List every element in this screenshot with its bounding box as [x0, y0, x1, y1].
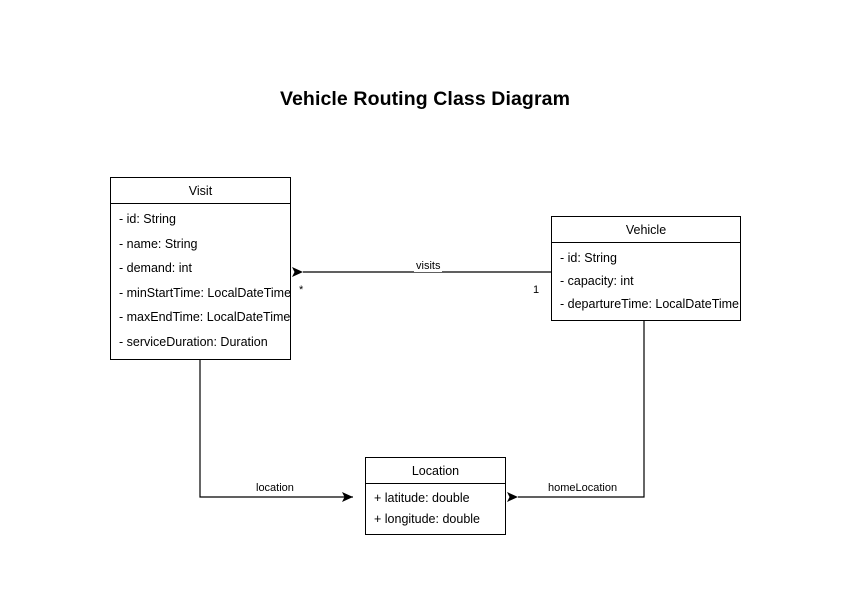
- class-attribute: - capacity: int: [560, 273, 634, 288]
- class-attribute: - serviceDuration: Duration: [119, 334, 268, 349]
- class-box-location[interactable]: Location + latitude: double + longitude:…: [365, 457, 506, 535]
- class-attributes-vehicle: - id: String - capacity: int - departure…: [552, 243, 740, 320]
- class-attribute: - id: String: [119, 212, 176, 227]
- class-box-vehicle[interactable]: Vehicle - id: String - capacity: int - d…: [551, 216, 741, 321]
- class-attributes-visit: - id: String - name: String - demand: in…: [111, 204, 292, 359]
- class-attribute: - minStartTime: LocalDateTime: [119, 285, 292, 300]
- page-title: Vehicle Routing Class Diagram: [279, 88, 571, 110]
- edge-label-visits: visits: [414, 260, 443, 272]
- edge-label-location: location: [254, 482, 296, 494]
- class-attribute: - demand: int: [119, 261, 192, 276]
- class-name-location: Location: [366, 458, 505, 484]
- class-name-vehicle: Vehicle: [552, 217, 740, 243]
- edge-multiplicity-visit-side: *: [299, 284, 304, 296]
- class-attribute: - name: String: [119, 236, 198, 251]
- class-attribute: - id: String: [560, 250, 617, 265]
- class-box-visit[interactable]: Visit - id: String - name: String - dema…: [110, 177, 291, 360]
- edge-home-location: [507, 321, 645, 502]
- class-name-visit: Visit: [111, 178, 290, 204]
- class-attribute: + longitude: double: [374, 511, 480, 526]
- edge-multiplicity-vehicle-side: 1: [533, 284, 540, 296]
- class-attribute: + latitude: double: [374, 490, 470, 505]
- class-attributes-location: + latitude: double + longitude: double: [366, 484, 505, 534]
- class-attribute: - maxEndTime: LocalDateTime: [119, 310, 291, 325]
- edge-label-home-location: homeLocation: [546, 482, 620, 494]
- class-attribute: - departureTime: LocalDateTime: [560, 296, 740, 311]
- edge-location: [199, 360, 353, 502]
